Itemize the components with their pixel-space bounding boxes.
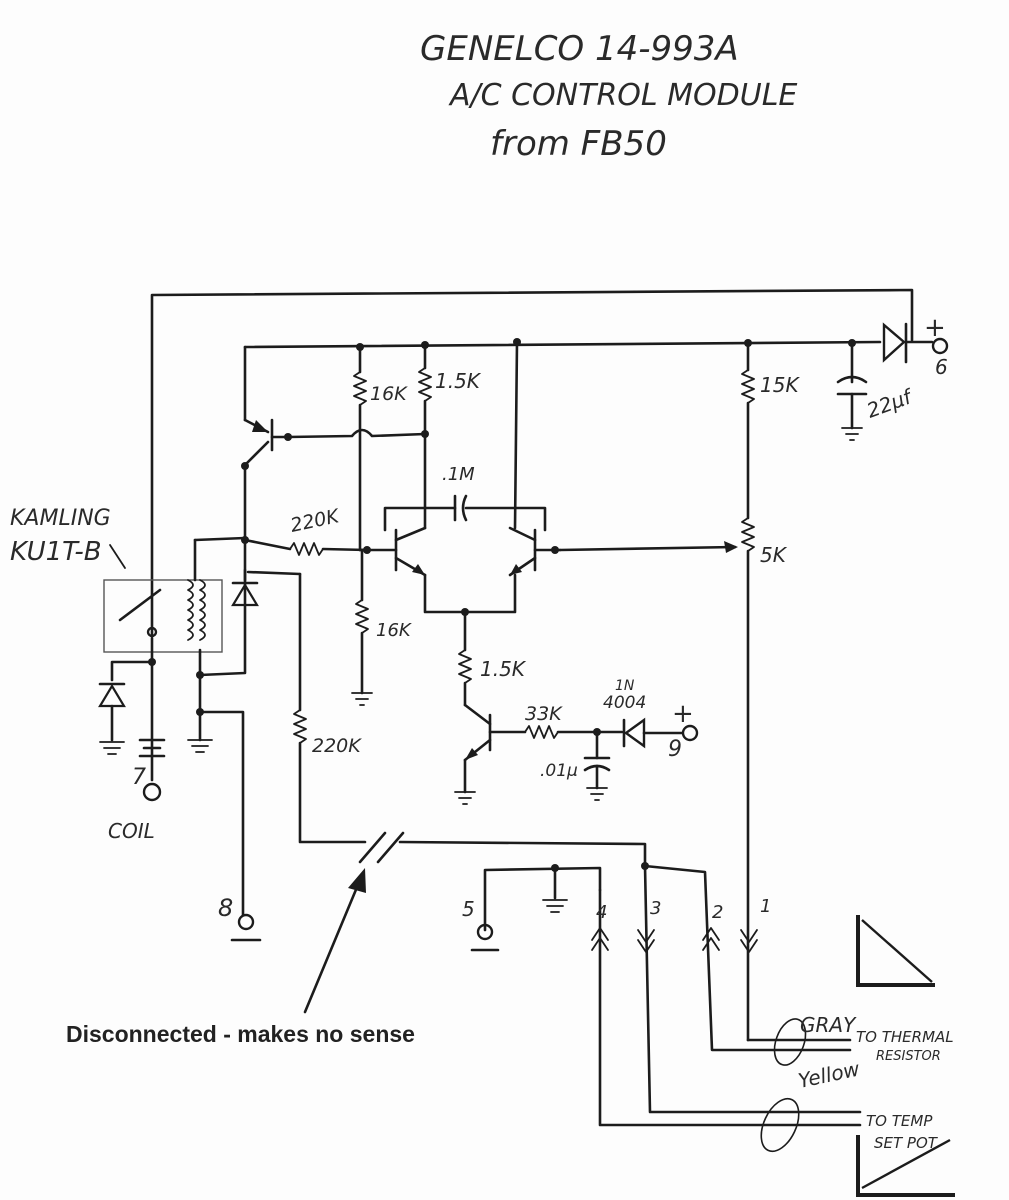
terminal-8 <box>237 913 255 931</box>
wire-pot-wiper <box>558 545 737 552</box>
wire-220k-left <box>243 538 292 551</box>
terminal-9-plus: + <box>672 699 694 729</box>
resistor-1-5k-top <box>418 367 432 402</box>
positive-rail <box>243 340 882 349</box>
r-220k-base-label: 220K <box>288 505 342 537</box>
transistor-pnp-top <box>243 418 290 467</box>
resistor-16k-top <box>353 371 367 406</box>
title-line-3: from FB50 <box>490 124 667 164</box>
relay-body <box>103 579 223 653</box>
terminal-5-label: 5 <box>462 897 475 921</box>
terminal-5 <box>476 923 494 941</box>
terminal-7-label: 7 <box>132 765 146 790</box>
diode-1n4004-label-2: 4004 <box>603 693 646 713</box>
gray-label: GRAY <box>800 1013 857 1037</box>
ground-coil-diode <box>99 741 125 755</box>
wire-right-collector <box>513 340 519 530</box>
break-mark-1 <box>358 831 387 864</box>
wire-base-bridge <box>286 428 427 439</box>
capacitor-01uf <box>583 730 611 801</box>
diode-coil <box>98 682 126 742</box>
pin-4-arrow <box>591 927 609 951</box>
terminal-4-label: 4 <box>596 902 607 923</box>
transistor-npn-lower <box>463 703 492 762</box>
diode-relay-flyback <box>231 538 259 607</box>
temp-set-pot-symbol <box>856 1135 955 1197</box>
terminal-6-plus: + <box>924 313 946 343</box>
to-thermal-label-2: RESISTOR <box>876 1049 941 1064</box>
transistor-npn-right <box>508 526 537 577</box>
pin-2-arrow <box>702 927 720 951</box>
to-temp-label-2: SET POT. <box>874 1134 940 1152</box>
battery-coil <box>138 738 166 758</box>
terminal-9-label: 9 <box>668 737 682 762</box>
annotation-arrow <box>303 878 362 1014</box>
terminal-3-label: 3 <box>650 898 661 919</box>
diode-input-6 <box>882 322 934 364</box>
yellow-wire-marker <box>760 1097 800 1153</box>
r-1-5k-top-label: 1.5K <box>435 369 482 393</box>
resistor-33k <box>524 725 559 739</box>
r-15k-label: 15K <box>760 373 800 397</box>
terminal-6-label: 6 <box>935 355 948 379</box>
wire-cap-right <box>464 506 547 532</box>
coil-label: COIL <box>108 819 155 843</box>
resistor-1-5k-emitter <box>458 649 472 684</box>
capacitor-22uf <box>836 340 868 441</box>
resistor-16k-bottom <box>355 599 369 634</box>
cap-22uf-label: 22μf <box>864 384 917 423</box>
relay-label-2: KU1T-B <box>10 537 102 567</box>
terminal-8-label: 8 <box>218 894 233 922</box>
r-1-5k-emitter-label: 1.5K <box>480 657 527 681</box>
wire-cap-left <box>383 506 457 532</box>
terminal-9 <box>681 724 699 742</box>
terminal-1-label: 1 <box>760 896 771 917</box>
terminal-6 <box>931 337 949 355</box>
r-220k-lower-label: 220K <box>312 735 362 757</box>
r-16k-bottom-label: 16K <box>376 620 412 641</box>
outer-feed-wire <box>150 288 914 637</box>
gray-wire-marker <box>773 1018 807 1066</box>
resistor-15k <box>741 369 755 404</box>
diode-1n4004-label-1: 1N <box>615 678 635 694</box>
wire-emitter-tail <box>423 573 517 614</box>
ground-lower-npn <box>454 791 476 805</box>
r-33k-label: 33K <box>525 703 563 725</box>
to-temp-label-1: TO TEMP <box>866 1112 933 1130</box>
break-mark-2 <box>376 831 405 864</box>
annotation-text: Disconnected - makes no sense <box>66 1021 415 1047</box>
thermal-resistor-symbol <box>856 915 935 987</box>
to-thermal-label-1: TO THERMAL <box>856 1028 954 1046</box>
ground-16k <box>351 692 373 706</box>
terminal-7 <box>142 782 162 802</box>
r-16k-top-label: 16K <box>370 383 408 405</box>
ground-connector <box>542 899 568 913</box>
diode-1n4004 <box>622 717 684 749</box>
resistor-220k-lower <box>293 709 307 744</box>
cap-01uf-label: .01μ <box>540 761 578 781</box>
pot-5k-label: 5K <box>760 543 788 567</box>
title-line-2: A/C CONTROL MODULE <box>448 78 797 113</box>
yellow-label: Yellow <box>796 1056 862 1093</box>
pin-3-arrow <box>637 929 655 953</box>
pin-1-arrow <box>740 929 758 953</box>
transistor-npn-left <box>394 526 427 577</box>
title-line-1: GENELCO 14-993A <box>420 29 739 69</box>
cap-1m-label: .1M <box>442 464 475 485</box>
relay-label-1: KAMLING <box>10 506 111 531</box>
pot-5k <box>741 517 755 552</box>
ground-relay <box>187 739 213 753</box>
resistor-220k-base <box>289 542 324 556</box>
terminal-2-label: 2 <box>712 902 723 923</box>
